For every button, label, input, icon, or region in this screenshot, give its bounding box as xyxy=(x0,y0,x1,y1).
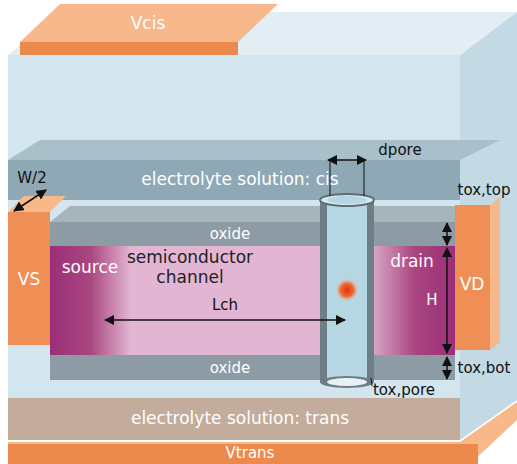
semiconductor xyxy=(50,246,455,355)
pore-bottom xyxy=(320,376,374,388)
cis-band-top xyxy=(8,140,500,160)
dimension-label: tox,bot xyxy=(458,360,511,377)
dpore-tick xyxy=(364,160,365,196)
tox-top-arrow xyxy=(446,223,448,245)
region-label-box: VS xyxy=(7,266,51,294)
region-label-box: VD xyxy=(452,271,492,299)
region-label: electrolyte solution: cis xyxy=(141,170,338,190)
region-label-box: electrolyte solution: cis xyxy=(87,165,393,195)
oxide-bottom xyxy=(50,355,455,380)
region-label: semiconductor channel xyxy=(112,248,268,287)
region-label-box: drain xyxy=(379,249,445,275)
w-arrow xyxy=(14,190,46,211)
vd-electrode-side xyxy=(490,197,500,350)
region-label: VD xyxy=(460,275,485,295)
box-front xyxy=(8,55,460,440)
region-label: source xyxy=(62,258,118,278)
dimension-label: oxide xyxy=(210,360,251,377)
oxide-top xyxy=(50,222,455,246)
h-arrow xyxy=(446,248,448,353)
cis-band xyxy=(8,160,460,200)
electrode-front xyxy=(20,42,238,55)
dimension-label: tox,pore xyxy=(373,382,435,399)
region-label-box: source xyxy=(52,255,128,281)
dpore-arrow xyxy=(328,159,366,161)
dimension-label: dpore xyxy=(378,142,421,159)
dimension-label: oxide xyxy=(210,226,251,243)
region-label: drain xyxy=(390,252,434,272)
electrode-bottom-top xyxy=(8,402,517,464)
lch-arrow xyxy=(105,319,345,321)
tox-bot-arrow xyxy=(446,357,448,379)
pore-opening xyxy=(327,196,367,204)
vd-electrode xyxy=(455,205,490,350)
dimension-label: Lch xyxy=(212,297,238,314)
vs-electrode xyxy=(8,212,50,345)
region-label-box: semiconductor channel xyxy=(112,244,268,292)
trans-band xyxy=(8,398,460,440)
electrode-top xyxy=(20,4,278,42)
dimension-label: W/2 xyxy=(17,170,46,187)
region-label: VS xyxy=(18,270,40,290)
pore-top xyxy=(320,194,374,206)
oxide-top-face xyxy=(50,206,475,222)
region-label: electrolyte solution: trans xyxy=(131,409,349,429)
tox-pore-leader xyxy=(371,378,372,386)
pore-wall xyxy=(320,200,374,382)
electrode-bottom xyxy=(8,444,478,464)
region-label-box: Vcis xyxy=(105,11,191,37)
region-label: Vcis xyxy=(131,14,166,34)
region-label: Vtrans xyxy=(226,445,275,462)
region-label-box: Vtrans xyxy=(202,444,298,464)
pore-exit xyxy=(327,378,367,386)
analyte xyxy=(336,279,358,301)
dimension-label: tox,top xyxy=(458,182,511,199)
region-label-box: electrolyte solution: trans xyxy=(77,404,403,434)
pore xyxy=(327,200,367,382)
dimension-label: H xyxy=(426,292,437,309)
